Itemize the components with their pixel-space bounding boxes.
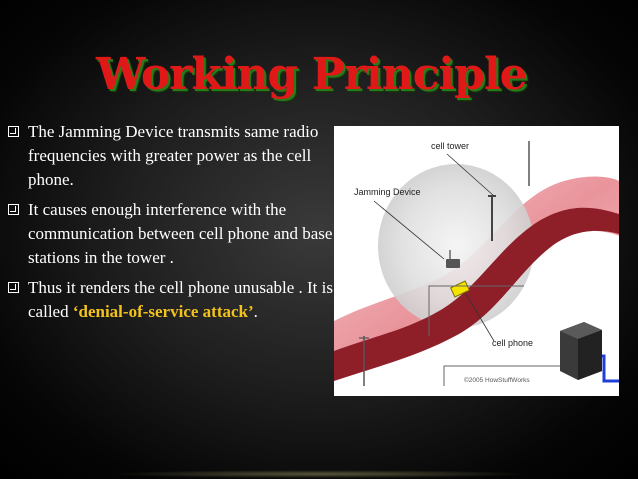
signal-band-inner (334, 207, 619, 381)
bullet-text: Thus it renders the cell phone unusable … (28, 278, 333, 321)
label-cell-phone: cell phone (492, 338, 534, 348)
highlighted-term: ‘denial-of-service attack’ (72, 302, 254, 321)
bullet-item: The Jamming Device transmits same radio … (8, 120, 333, 192)
bullet-trailing: . (253, 302, 258, 321)
jamming-device-icon (446, 250, 460, 268)
bullet-item: It causes enough interference with the c… (8, 198, 333, 270)
jammer-illustration (334, 141, 619, 386)
label-cell-tower: cell tower (431, 141, 470, 151)
label-jamming-device: Jamming Device (354, 187, 421, 197)
slide-title: Working Principle (96, 49, 528, 100)
bullet-text: It causes enough interference with the c… (28, 200, 333, 267)
bullet-text: The Jamming Device transmits same radio … (28, 122, 319, 189)
bullet-list: The Jamming Device transmits same radio … (8, 120, 333, 330)
checkbox-bullet-icon (8, 204, 19, 215)
checkbox-bullet-icon (8, 126, 19, 137)
figure-copyright: ©2005 HowStuffWorks (464, 377, 530, 384)
bottom-glow-divider (110, 470, 530, 478)
base-station-icon (560, 322, 602, 380)
checkbox-bullet-icon (8, 282, 19, 293)
cable-lines (428, 285, 524, 336)
antenna-icons (359, 336, 369, 386)
cell-tower-icon (488, 141, 530, 241)
jammer-diagram: cell tower Jamming Device cell phone ©20… (334, 126, 619, 396)
bullet-item: Thus it renders the cell phone unusable … (8, 276, 333, 324)
